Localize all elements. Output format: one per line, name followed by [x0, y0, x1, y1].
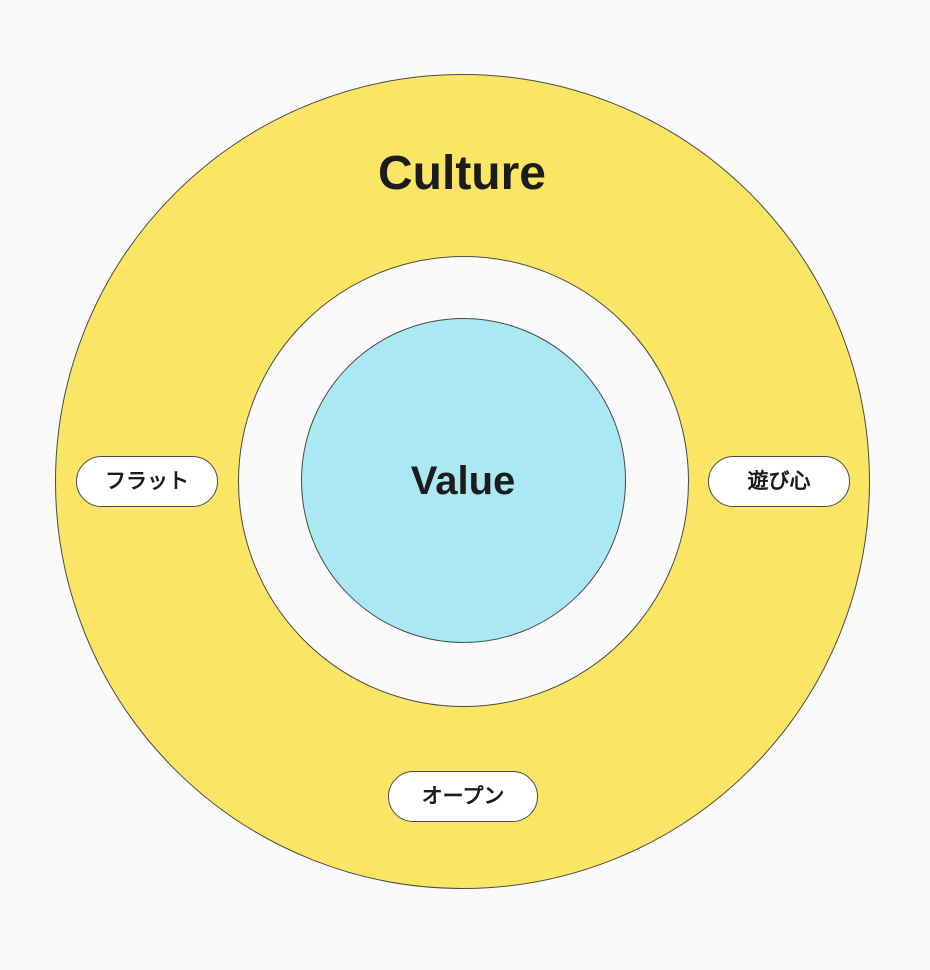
culture-title: Culture: [378, 147, 546, 200]
tag-flat: フラット: [76, 456, 218, 507]
tag-open: オープン: [388, 771, 538, 822]
value-title: Value: [410, 459, 516, 503]
value-circle: [301, 318, 626, 643]
tag-playfulness: 遊び心: [708, 456, 850, 507]
